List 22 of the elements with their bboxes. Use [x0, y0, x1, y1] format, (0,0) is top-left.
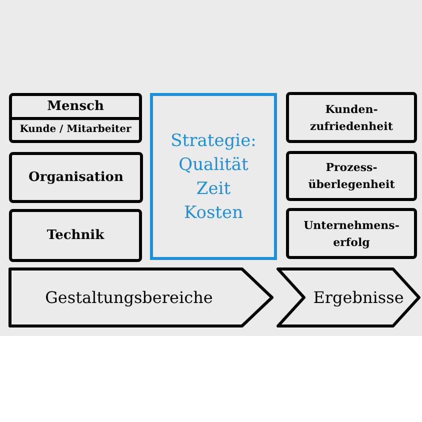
process-box: [286, 151, 417, 201]
shape-label: Ergebnisse: [312, 286, 404, 308]
shape-label: Gestaltungsbereiche: [45, 286, 214, 308]
strategy-item: Zeit: [196, 178, 231, 200]
box-label: Unternehmens-erfolg: [304, 218, 400, 250]
box-subtitle: Kunde / Mitarbeiter: [12, 116, 139, 140]
strategy-box: [150, 93, 277, 260]
process-box: [9, 209, 142, 262]
box-label: Technik: [46, 226, 104, 245]
process-box: [9, 152, 143, 203]
box-label: Prozess-überlegenheit: [308, 160, 395, 193]
split-box: [9, 93, 142, 143]
arrow-shape: [8, 267, 274, 328]
strategy-heading: Strategie:: [170, 130, 256, 152]
box-label: Organisation: [28, 168, 124, 187]
process-box: [286, 208, 417, 259]
box-heading: Mensch: [46, 98, 105, 116]
chevron-shape: [276, 267, 421, 328]
process-box: [286, 92, 417, 143]
box-label: Kunden-zufriedenheit: [309, 102, 394, 134]
strategy-item: Kosten: [184, 202, 244, 224]
strategy-item: Qualität: [178, 154, 248, 176]
